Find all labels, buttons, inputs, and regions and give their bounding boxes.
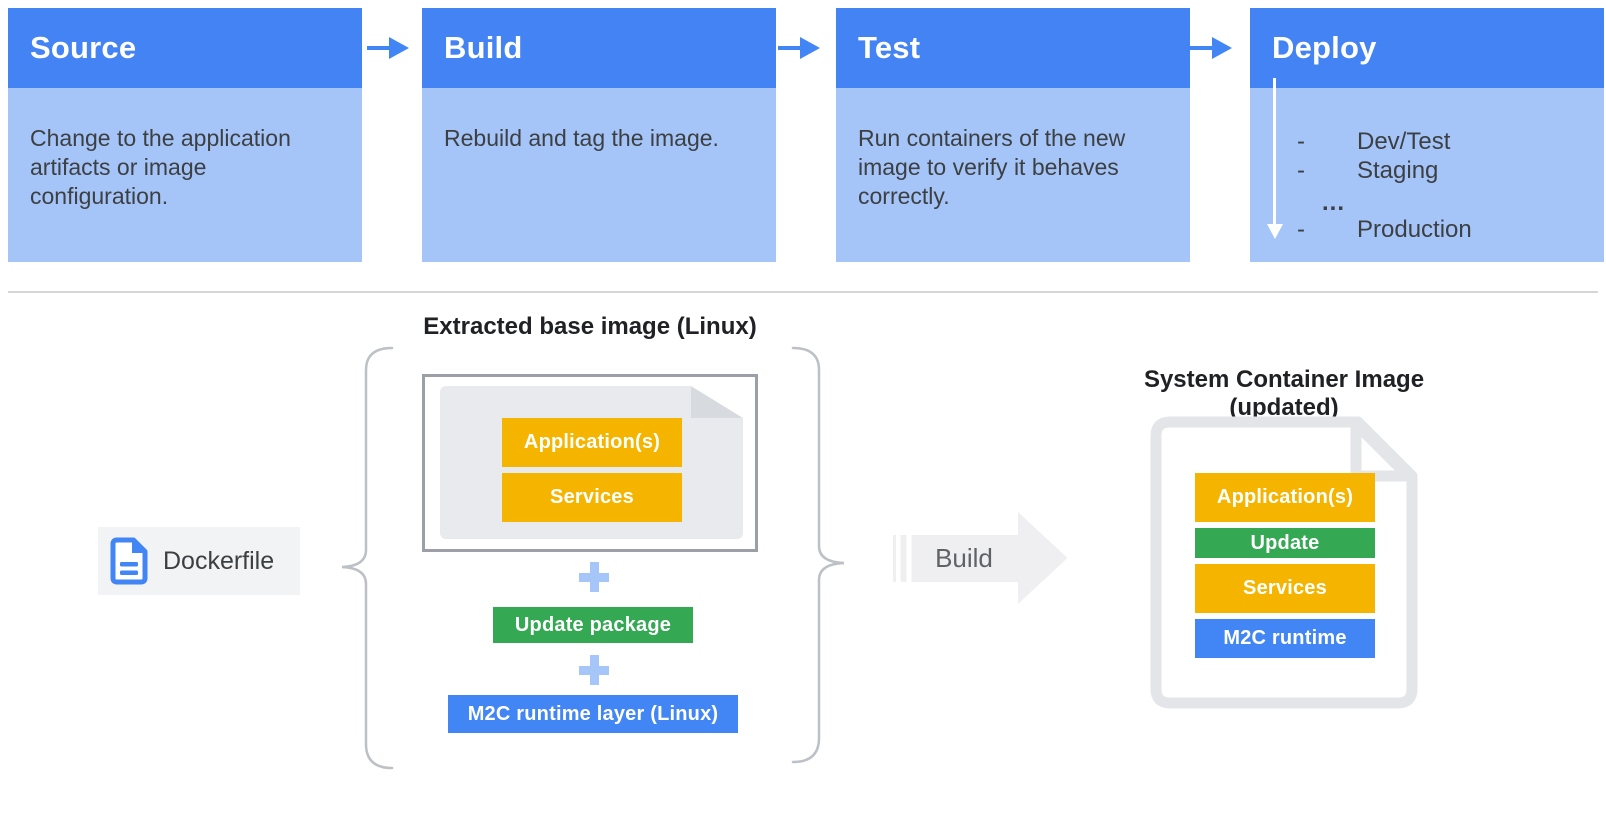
stage-arrow-icon [367,37,411,59]
stage-header: Build [422,8,776,88]
stage-title-build: Build [444,30,523,65]
stage-arrow-icon [1190,37,1234,59]
system-layer-m2c-runtime: M2C runtime [1195,619,1375,658]
stage-description-test: Run containers of the new image to verif… [858,125,1126,209]
system-layer-services: Services [1195,564,1375,613]
deploy-env-row: - Production [1250,216,1604,246]
deploy-sequence-arrowhead-icon [1267,224,1283,239]
stage-body: Rebuild and tag the image. [422,88,776,262]
system-container-image-title: System Container Image (updated) [1143,366,1425,421]
deploy-env-dev-test: Dev/Test [1357,128,1451,155]
deploy-env-row: - Dev/Test [1250,128,1604,158]
dockerfile-chip: Dockerfile [98,527,300,595]
arrow-head [1212,37,1232,59]
plus-icon [579,655,609,685]
arrow-head [800,37,820,59]
layer-m2c-runtime: M2C runtime layer (Linux) [448,695,738,733]
stage-card-source: Source Change to the application artifac… [8,8,362,262]
stage-body: Change to the application artifacts or i… [8,88,362,262]
stage-description-build: Rebuild and tag the image. [444,125,719,151]
stage-title-test: Test [858,30,921,65]
list-dash: - [1297,216,1305,243]
dockerfile-label: Dockerfile [163,546,275,575]
layer-applications: Application(s) [502,418,682,467]
deploy-env-ellipsis: ... [1322,189,1346,216]
stage-header: Deploy [1250,8,1604,88]
stage-card-build: Build Rebuild and tag the image. [422,8,776,262]
list-dash: - [1297,128,1305,155]
extracted-base-image-title: Extracted base image (Linux) [423,313,757,340]
deploy-sequence-icon [1273,78,1276,224]
stage-title-source: Source [30,30,137,65]
build-arrow-icon [893,512,1068,604]
deploy-env-production: Production [1357,216,1472,243]
stage-body [1250,88,1604,262]
stage-arrow-icon [778,37,822,59]
build-arrow-label: Build [935,543,993,573]
plus-icon [579,562,609,592]
extracted-base-image-frame: Application(s) Services [422,374,758,552]
deploy-env-row: - Staging [1250,157,1604,187]
arrow-head [389,37,409,59]
stage-header: Test [836,8,1190,88]
system-layer-update: Update [1195,528,1375,558]
list-dash: - [1297,157,1305,184]
deploy-env-staging: Staging [1357,157,1439,184]
stage-card-deploy: Deploy - Dev/Test - Staging ... - Produc… [1250,8,1604,262]
dockerfile-icon [110,537,148,585]
stage-header: Source [8,8,362,88]
layer-update-package: Update package [493,607,693,643]
layer-services: Services [502,473,682,522]
stage-title-deploy: Deploy [1272,30,1377,65]
stage-body: Run containers of the new image to verif… [836,88,1190,262]
right-brace-icon [791,346,845,764]
arrow-shaft [367,46,393,50]
system-layer-applications: Application(s) [1195,473,1375,522]
left-brace-icon [341,346,394,770]
folded-corner-notch [691,386,743,418]
section-divider [8,291,1598,293]
stage-description-source: Change to the application artifacts or i… [30,125,291,209]
extracted-doc-icon: Application(s) Services [440,386,743,539]
stage-card-test: Test Run containers of the new image to … [836,8,1190,262]
arrow-shaft [1190,46,1216,50]
deploy-env-row: ... [1250,189,1604,219]
arrow-shaft [778,46,804,50]
system-doc-icon [1150,416,1418,709]
